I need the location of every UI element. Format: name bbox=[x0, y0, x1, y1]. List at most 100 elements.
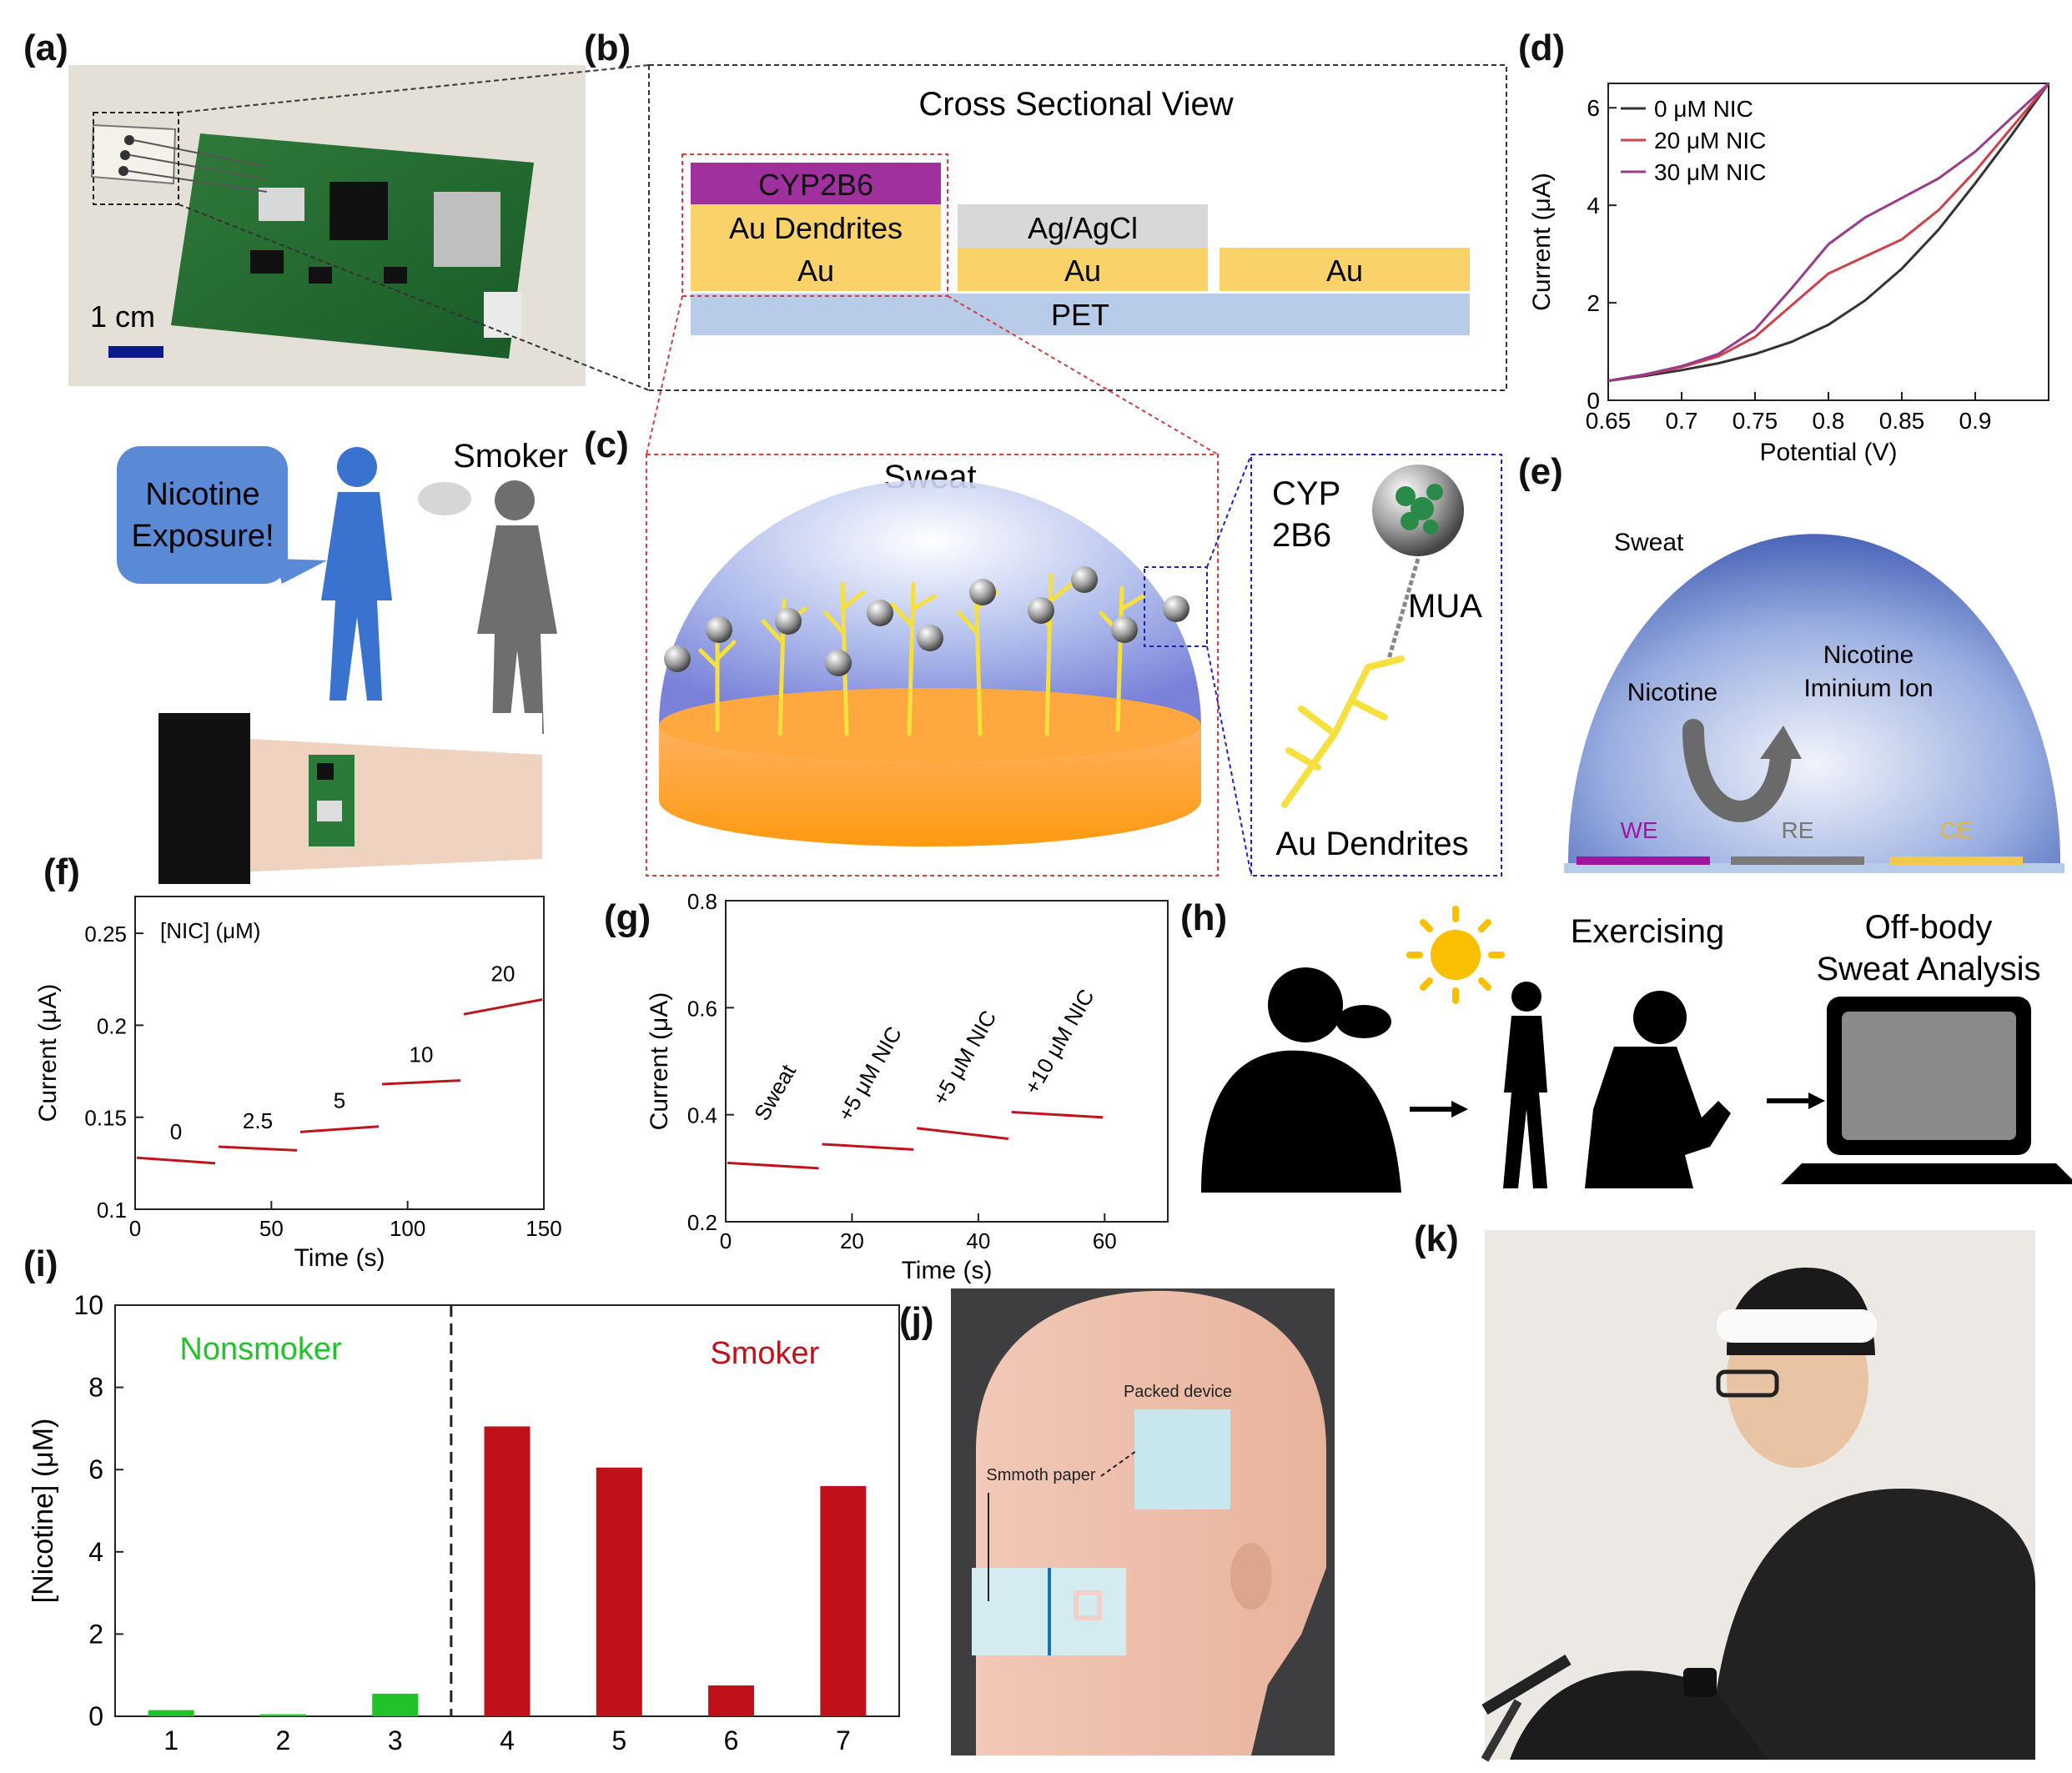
current-trace bbox=[916, 1127, 1008, 1141]
we-highlight-box bbox=[681, 153, 948, 297]
x-tick-label: 0.85 bbox=[1879, 408, 1925, 434]
legend-entry: 20 μM NIC bbox=[1654, 128, 1766, 153]
laptop-icon bbox=[1781, 997, 2072, 1184]
bubble-text-2: Exposure! bbox=[131, 519, 274, 554]
group-label-nonsmoker: Nonsmoker bbox=[179, 1332, 342, 1367]
offbody-label-1: Off-body bbox=[1865, 909, 1993, 946]
y-tick-label: 4 bbox=[1587, 193, 1600, 218]
panel-label-b: (b) bbox=[584, 28, 631, 68]
panel-h-workflow: Exercising Off-body Sweat Analysis bbox=[1201, 906, 2072, 1193]
y-tick-label: 0.2 bbox=[687, 1210, 717, 1235]
panel-label-f: (f) bbox=[43, 851, 80, 892]
pcb-board bbox=[171, 133, 534, 359]
spike-label: +5 μM NIC bbox=[832, 1022, 907, 1126]
we-label: WE bbox=[1620, 817, 1657, 843]
current-trace bbox=[136, 1156, 216, 1165]
spike-label: +10 μM NIC bbox=[1019, 985, 1099, 1098]
packed-device-label: Packed device bbox=[1124, 1383, 1232, 1401]
mua-label: MUA bbox=[1408, 588, 1482, 625]
x-axis-label: Potential (V) bbox=[1759, 439, 1897, 466]
sweat-dome bbox=[659, 480, 1201, 726]
current-trace bbox=[1011, 1110, 1104, 1119]
speech-bubble bbox=[117, 446, 288, 584]
sun-icon bbox=[1406, 906, 1505, 1004]
current-trace bbox=[463, 998, 543, 1016]
legend-entry: 0 μM NIC bbox=[1654, 96, 1753, 122]
sensor-frame bbox=[646, 454, 1219, 876]
panel-label-j: (j) bbox=[899, 1300, 934, 1341]
au-label-re: Au bbox=[1064, 254, 1101, 288]
panel-label-h: (h) bbox=[1180, 897, 1227, 938]
panel-labels: (a) (b) (c) (d) (e) (f) (g) (h) (i) (j) … bbox=[23, 28, 1565, 1341]
cycling-silhouette bbox=[1585, 991, 1731, 1188]
x-tick-label: 0.7 bbox=[1666, 408, 1698, 434]
x-tick-label: 50 bbox=[259, 1216, 284, 1241]
panel-label-g: (g) bbox=[604, 897, 651, 938]
scale-bar-label: 1 cm bbox=[90, 299, 155, 334]
panel-e-reaction-schematic: Sweat Nicotine Nicotine Iminium Ion WE R… bbox=[1564, 529, 2064, 873]
mua-linker bbox=[1386, 558, 1421, 660]
smoker-silhouette bbox=[477, 480, 557, 734]
inset-box bbox=[93, 112, 179, 205]
smoker-label: Smoker bbox=[453, 438, 568, 475]
au-label-we: Au bbox=[797, 254, 834, 288]
arrow-icon bbox=[1410, 1101, 1468, 1118]
re-label: RE bbox=[1782, 817, 1814, 843]
y-tick-label: 2 bbox=[88, 1619, 103, 1649]
x-tick-label: 4 bbox=[500, 1725, 515, 1755]
concentration-label: 2.5 bbox=[243, 1108, 273, 1133]
y-axis-label: Current (μA) bbox=[1528, 173, 1556, 311]
exposure-illustration: Nicotine Exposure! Smoker bbox=[117, 438, 568, 884]
reaction-arrow bbox=[1682, 719, 1792, 822]
x-tick-label: 20 bbox=[840, 1228, 864, 1253]
current-trace bbox=[822, 1143, 914, 1151]
ion-label-1: Nicotine bbox=[1823, 641, 1914, 669]
y-tick-label: 0.6 bbox=[687, 996, 717, 1021]
panel-k-cyclist-photo bbox=[1481, 1230, 2035, 1762]
au-layer-re bbox=[958, 248, 1208, 291]
x-tick-label: 2 bbox=[276, 1725, 291, 1755]
arrow-icon bbox=[1767, 1092, 1825, 1109]
cross-section-frame bbox=[648, 64, 1507, 391]
x-axis-label: Time (s) bbox=[902, 1257, 993, 1284]
cv-series-line bbox=[1607, 83, 2050, 383]
concentration-label: 20 bbox=[491, 962, 515, 987]
y-tick-label: 10 bbox=[73, 1290, 103, 1320]
electrode-substrate bbox=[1564, 863, 2064, 873]
pet-layer bbox=[691, 294, 1470, 335]
au-label-ce: Au bbox=[1326, 254, 1363, 288]
x-tick-label: 7 bbox=[836, 1725, 851, 1755]
sweat-label-e: Sweat bbox=[1614, 529, 1684, 556]
y-tick-label: 0.1 bbox=[97, 1198, 127, 1223]
dendrite-label: Au Dendrites bbox=[729, 211, 903, 245]
enzyme-structure bbox=[1396, 484, 1443, 535]
cross-section-title: Cross Sectional View bbox=[918, 86, 1233, 123]
smoke-cloud bbox=[418, 482, 471, 515]
current-trace bbox=[727, 1161, 819, 1170]
dendrite-layer bbox=[691, 204, 941, 248]
x-tick-label: 0 bbox=[720, 1228, 732, 1253]
y-tick-label: 8 bbox=[88, 1373, 103, 1403]
concentration-title: [NIC] (μM) bbox=[160, 918, 260, 943]
arm-photo bbox=[158, 713, 542, 884]
y-tick-label: 6 bbox=[1587, 95, 1600, 121]
headband bbox=[1717, 1309, 1877, 1343]
electrode-disc-top bbox=[659, 688, 1201, 763]
y-tick-label: 2 bbox=[1587, 290, 1600, 316]
x-tick-label: 150 bbox=[526, 1216, 561, 1241]
electrode-disc-side bbox=[659, 726, 1201, 846]
current-trace bbox=[218, 1145, 298, 1152]
x-tick-label: 6 bbox=[724, 1725, 739, 1755]
enzyme-spheres bbox=[664, 566, 1189, 676]
bar-subject-4 bbox=[484, 1426, 531, 1716]
smoker-profile-silhouette bbox=[1201, 967, 1401, 1193]
bar-subject-1 bbox=[148, 1710, 194, 1716]
spike-label: Sweat bbox=[749, 1059, 801, 1124]
reaction-arrowhead bbox=[1760, 726, 1802, 759]
y-tick-label: 0.15 bbox=[84, 1106, 127, 1131]
